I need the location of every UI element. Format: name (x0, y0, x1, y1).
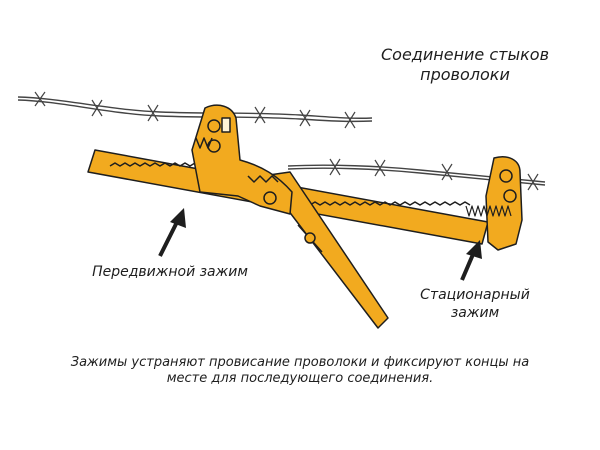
movable-clamp (191, 104, 293, 215)
lever-handle (261, 171, 389, 329)
diagram-caption: Зажимы устраняют провисание проволоки и … (70, 355, 530, 387)
movable-clamp-label: Передвижной зажим (92, 264, 248, 280)
barbed-wire-upper (17, 91, 373, 129)
arrow-icon (158, 208, 186, 257)
stationary-clamp (465, 156, 523, 251)
diagram-title: Соединение стыков проволоки (381, 45, 549, 84)
stationary-clamp-label: Стационарный зажим (420, 287, 530, 321)
arrow-icon (460, 240, 482, 281)
